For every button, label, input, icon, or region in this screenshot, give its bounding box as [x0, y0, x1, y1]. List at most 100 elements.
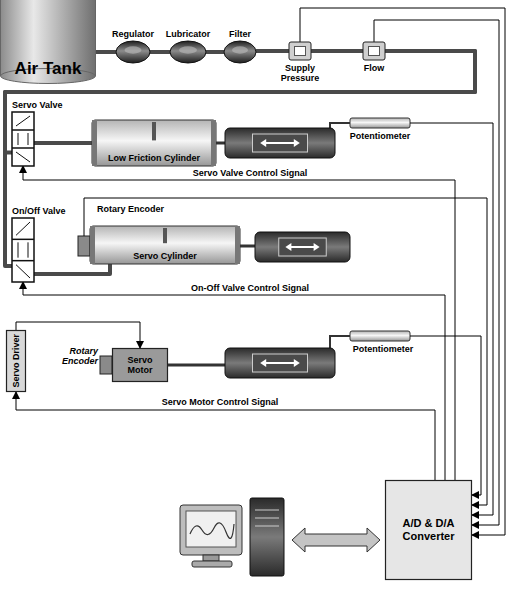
part-label: Rotary Encoder: [50, 346, 99, 367]
drawing-part: [170, 41, 206, 63]
filter-outline: [224, 41, 256, 63]
drawing-part: [190, 523, 234, 539]
drawing-part: [152, 122, 156, 140]
on-off-valve: On/Off Valve: [12, 218, 34, 282]
node-label: On/Off Valve: [12, 206, 66, 216]
drawing-part: [12, 239, 34, 241]
node-label: Servo Cylinder: [133, 251, 197, 261]
drawing-part: [255, 232, 350, 262]
node-label: Flow: [364, 63, 385, 73]
drawing-part: [255, 518, 279, 519]
drawing-part: [179, 46, 197, 53]
air-line: [311, 49, 363, 53]
drawing-part: [225, 348, 335, 378]
slide-carriage: [225, 348, 335, 378]
node-label: Filter: [229, 29, 251, 39]
regulator: Regulator: [116, 41, 150, 63]
drawing-part: [28, 242, 29, 257]
drawing-part: [18, 133, 19, 145]
drawing-part: [211, 120, 216, 166]
drawing-part: [125, 46, 142, 53]
signal-wire: [374, 20, 499, 525]
drawing-part: [180, 505, 242, 555]
low-friction-cylinder: Low Friction Cylinder: [92, 120, 216, 166]
converter-box: A/D & D/A Converter: [385, 480, 472, 580]
node-label: Supply Pressure: [274, 63, 326, 84]
node-label: Lubricator: [166, 29, 211, 39]
signal-wire: [23, 282, 445, 480]
rotary-encoder: [78, 236, 90, 256]
servo-cylinder: Servo Cylinder: [90, 226, 240, 264]
slide-carriage: [225, 128, 335, 158]
drawing-part: [95, 0, 96, 76]
drawing-part: [12, 112, 34, 166]
lubricator-outline: [170, 41, 206, 63]
drawing-part: [12, 260, 34, 262]
servo-valve: Servo Valve: [12, 112, 34, 166]
drawing-part: [192, 561, 232, 567]
pressure-sensor-outline: [289, 42, 311, 60]
drawing-part: [0, 0, 1, 76]
signal-wire: [16, 322, 140, 348]
drawing-part: [90, 226, 240, 264]
part-label: Potentiometer: [349, 131, 412, 141]
drawing-part: [260, 139, 266, 147]
node-label: A/D & D/A Converter: [391, 517, 466, 542]
signal-wire: [300, 8, 505, 535]
drawing-part: [7, 331, 26, 392]
drawing-part: [16, 116, 30, 126]
air-line: [5, 51, 475, 153]
air-line: [34, 141, 92, 145]
air-line: [5, 51, 475, 266]
on-off-valve-outline: [12, 218, 34, 282]
drawing-part: [203, 555, 219, 561]
part-label: Potentiometer: [352, 344, 415, 354]
drawing-part: [294, 139, 300, 147]
pressure-sensor: Supply Pressure: [289, 42, 311, 60]
drawing-part: [12, 218, 34, 282]
drawing-part: [186, 511, 236, 547]
drawing-part: [264, 142, 296, 144]
piston-rod: [240, 245, 255, 248]
servo-driver: Servo Driver: [6, 330, 26, 392]
flow-sensor: Flow: [363, 42, 385, 60]
drawing-part: [225, 128, 335, 158]
servo-motor: Servo Motor: [112, 348, 168, 382]
servo-valve-outline: [12, 112, 34, 166]
drawing-part: [92, 120, 216, 166]
node-label: Low Friction Cylinder: [108, 153, 200, 163]
drawing-part: [18, 242, 19, 257]
drawing-part: [264, 362, 296, 364]
filter: Filter: [224, 41, 256, 63]
drawing-part: [235, 226, 240, 264]
signal-label: On-Off Valve Control Signal: [190, 283, 310, 293]
drawing-part: [386, 481, 472, 580]
drawing-part: [16, 222, 30, 235]
potentiometer-body: [350, 331, 410, 341]
signal-wire: [410, 123, 493, 515]
drawing-part: [369, 47, 380, 56]
drawing-part: [16, 265, 30, 278]
drawing-part: [279, 238, 327, 256]
drawing-part: [224, 41, 256, 63]
signal-wire: [84, 198, 487, 505]
drawing-part: [255, 526, 279, 527]
drawing-part: [253, 134, 308, 152]
slide-carriage: [255, 232, 350, 262]
drawing-part: [113, 349, 168, 382]
drawing-part: [363, 42, 385, 60]
regulator-outline: [116, 41, 150, 63]
drawing-part: [28, 133, 29, 145]
drawing-part: [12, 129, 34, 131]
drawing-part: [289, 42, 311, 60]
node-label: Servo Valve: [12, 100, 63, 110]
drawing-part: [289, 246, 315, 248]
air-line: [34, 264, 110, 274]
flow-sensor-outline: [363, 42, 385, 60]
drawing-part: [294, 359, 300, 367]
node-label: Air Tank: [15, 59, 82, 79]
drawing-part: [255, 510, 279, 511]
motor-shaft: [168, 364, 225, 367]
drawing-part: [12, 147, 34, 149]
part-label: Rotary Encoder: [96, 204, 165, 214]
